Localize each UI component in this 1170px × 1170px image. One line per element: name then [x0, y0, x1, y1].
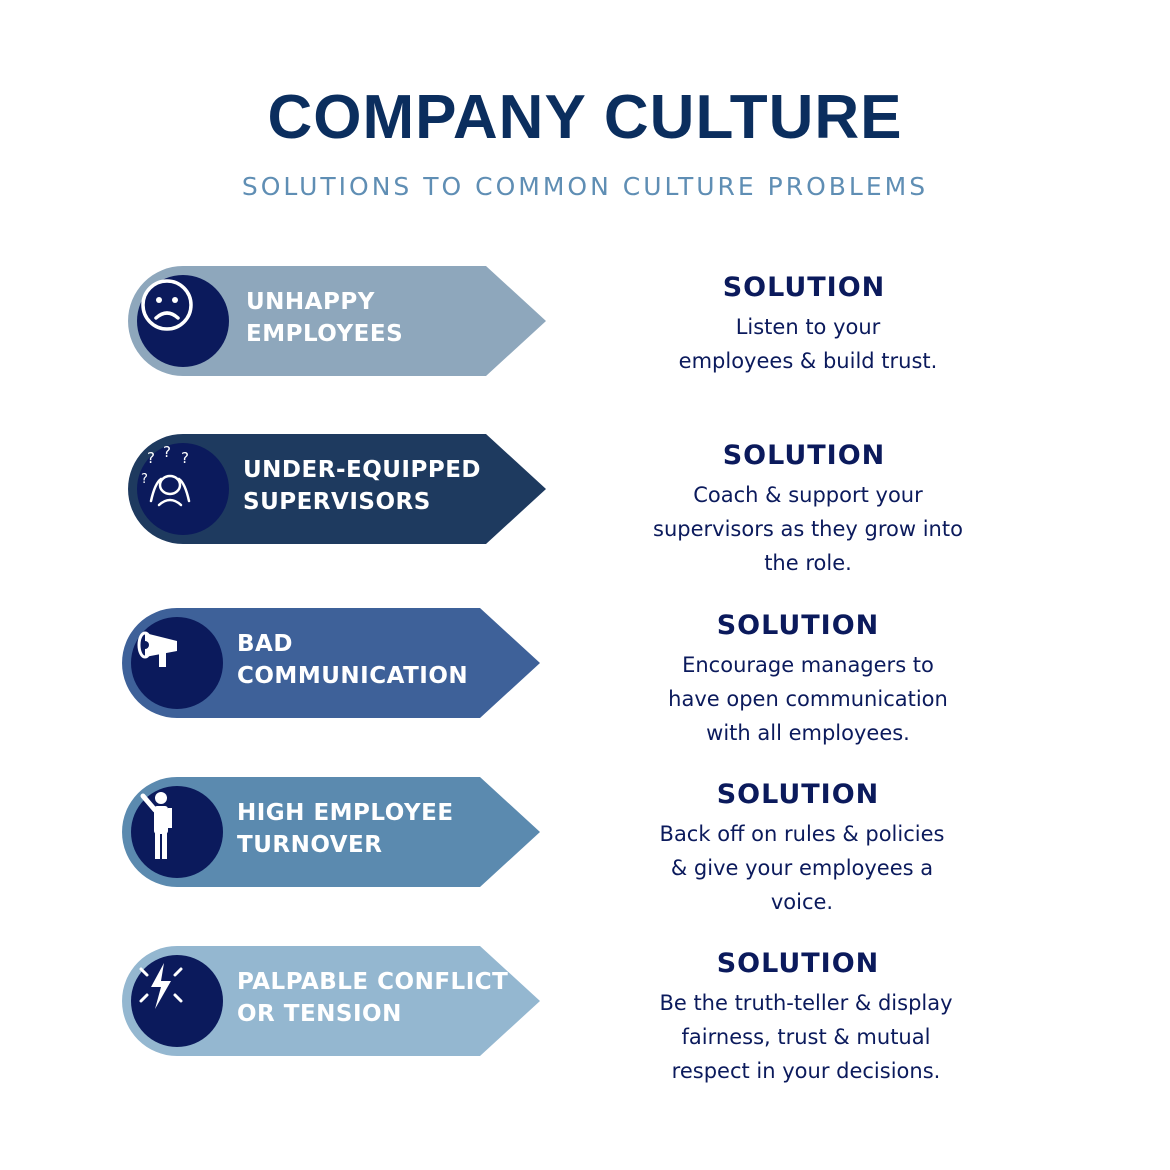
- problem-arrow: ? ? ? ? UNDER-EQUIPPED SUPERVISORS: [128, 434, 546, 544]
- svg-text:?: ?: [147, 449, 155, 467]
- problem-row-unhappy-employees: UNHAPPY EMPLOYEES SOLUTION Listen to you…: [0, 266, 1170, 406]
- solution-text: Coach & support your supervisors as they…: [653, 483, 963, 575]
- problem-arrow: PALPABLE CONFLICT OR TENSION: [122, 946, 540, 1056]
- sad-face-icon: [137, 275, 229, 367]
- problem-row-bad-communication: BAD COMMUNICATION SOLUTION Encourage man…: [0, 608, 1170, 748]
- svg-text:?: ?: [181, 449, 189, 467]
- solution-heading: SOLUTION: [722, 272, 886, 303]
- solution-heading: SOLUTION: [722, 440, 886, 471]
- confused-person-icon: ? ? ? ?: [137, 443, 229, 535]
- solution-text: Back off on rules & policies & give your…: [659, 822, 945, 914]
- lightning-bolt-icon: [131, 955, 223, 1047]
- svg-text:?: ?: [141, 472, 148, 487]
- problem-label: UNDER-EQUIPPED SUPERVISORS: [243, 457, 481, 515]
- solution-text: Encourage managers to have open communic…: [668, 653, 948, 745]
- megaphone-icon: [131, 617, 223, 709]
- solution-text: Be the truth-teller & display fairness, …: [659, 991, 953, 1083]
- solution-heading: SOLUTION: [716, 948, 880, 979]
- problem-label: BAD COMMUNICATION: [237, 631, 469, 689]
- problem-row-under-equipped-supervisors: ? ? ? ? UNDER-EQUIPPED SUPERVISORS SOLUT…: [0, 434, 1170, 575]
- problem-arrow: UNHAPPY EMPLOYEES: [128, 266, 546, 376]
- problem-row-palpable-conflict: PALPABLE CONFLICT OR TENSION SOLUTION Be…: [0, 946, 1170, 1086]
- problem-row-high-employee-turnover: HIGH EMPLOYEE TURNOVER SOLUTION Back off…: [0, 777, 1170, 917]
- waving-person-icon: [131, 786, 223, 878]
- solution-heading: SOLUTION: [716, 610, 880, 641]
- problem-label: UNHAPPY EMPLOYEES: [246, 289, 404, 347]
- solution-heading: SOLUTION: [716, 779, 880, 810]
- solution-text: Listen to your employees & build trust.: [678, 315, 938, 373]
- problem-label: HIGH EMPLOYEE TURNOVER: [237, 800, 454, 858]
- page-title: COMPANY CULTURE: [267, 83, 903, 152]
- problem-label: PALPABLE CONFLICT OR TENSION: [237, 969, 509, 1027]
- problem-arrow: HIGH EMPLOYEE TURNOVER: [122, 777, 540, 887]
- svg-text:?: ?: [163, 443, 171, 461]
- problem-arrow: BAD COMMUNICATION: [122, 608, 540, 718]
- page-subtitle: SOLUTIONS TO COMMON CULTURE PROBLEMS: [241, 172, 929, 201]
